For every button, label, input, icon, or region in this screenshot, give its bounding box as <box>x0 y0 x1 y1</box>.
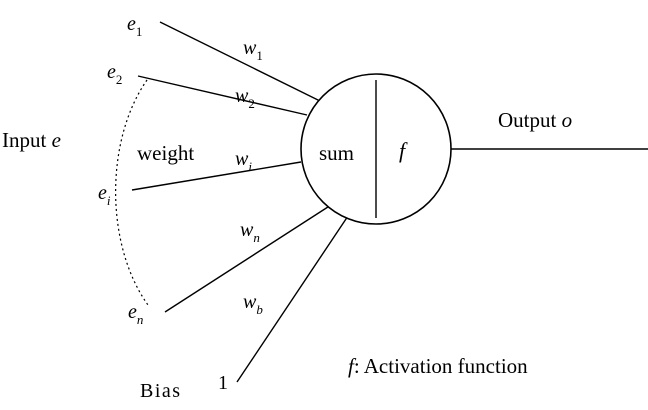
weight-label-wn: wn <box>240 219 260 245</box>
weight-label: weight <box>137 141 194 165</box>
connection-bias <box>236 215 349 383</box>
input-label-ei: ei <box>98 182 111 208</box>
input-label-en: en <box>128 301 143 327</box>
connection-e2 <box>137 75 308 116</box>
weight-label-w1: w1 <box>243 37 263 63</box>
weight-label-w2: w2 <box>235 85 255 111</box>
weight-label-wi: wi <box>235 148 252 174</box>
weight-label-wb: wb <box>243 291 263 317</box>
input-label-e1: e1 <box>127 13 142 39</box>
connection-en <box>164 204 332 313</box>
activation-legend: f: Activation function <box>348 354 528 378</box>
bias-label: Bias <box>140 380 182 402</box>
input-label-e2: e2 <box>107 61 122 87</box>
bias-input-value: 1 <box>218 372 228 394</box>
neuron-sum-label: sum <box>319 141 354 165</box>
connection-ei <box>131 161 302 191</box>
neuron-activation-label: f <box>399 138 408 163</box>
input-group-label: Input e <box>2 128 61 152</box>
inputs-ellipsis-arc <box>115 79 149 306</box>
output-label: Output o <box>498 108 572 132</box>
connection-e1 <box>159 21 321 102</box>
